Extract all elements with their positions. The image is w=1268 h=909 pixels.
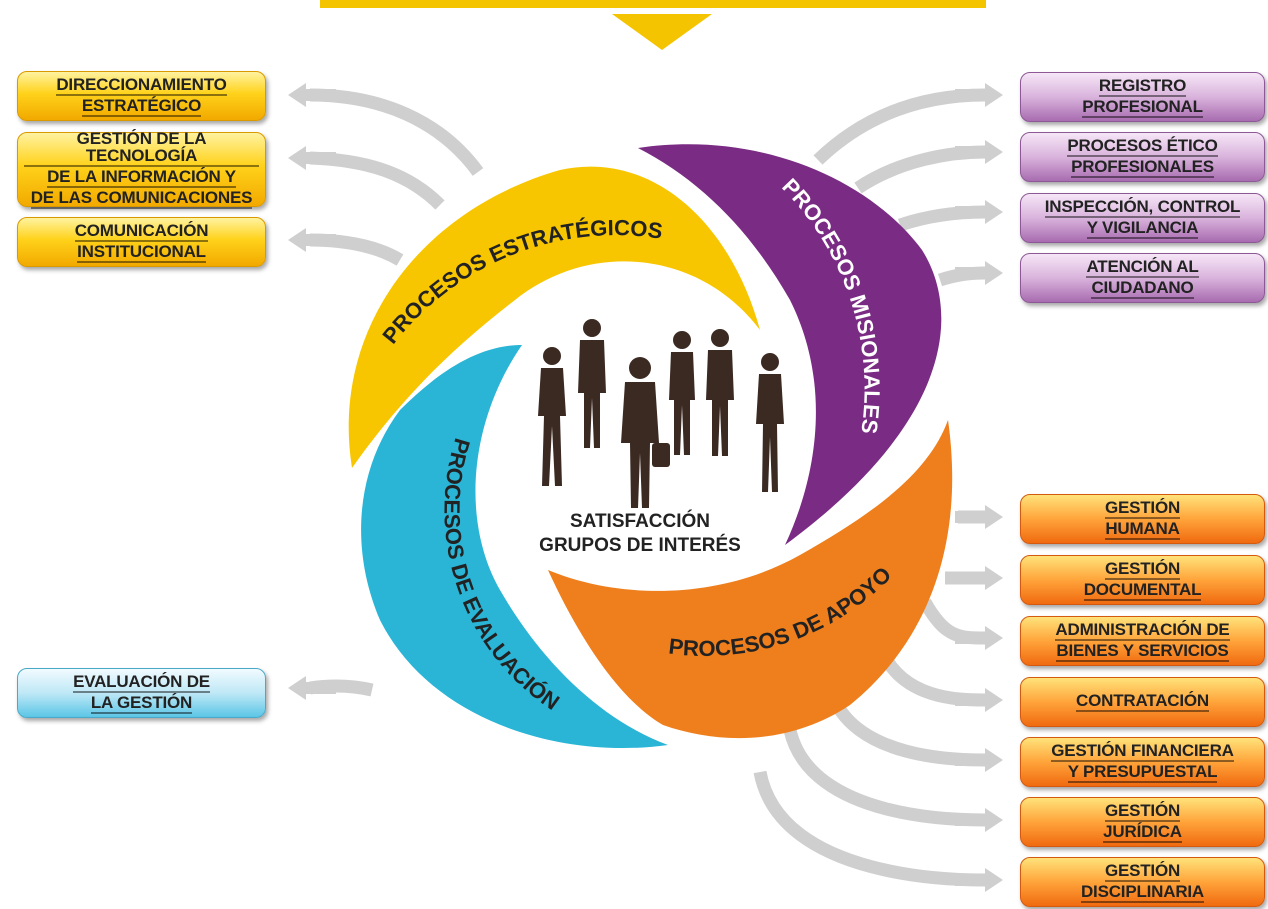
top-banner-bar xyxy=(320,0,986,8)
box-line: CONTRATACIÓN xyxy=(1076,691,1209,712)
box-inspeccion-control: INSPECCIÓN, CONTROL Y VIGILANCIA xyxy=(1020,193,1265,243)
box-line: LA GESTIÓN xyxy=(90,692,193,714)
box-line: DOCUMENTAL xyxy=(1083,579,1202,601)
people-silhouettes-icon xyxy=(538,319,784,508)
arrow-left-icon xyxy=(288,83,336,107)
box-line: ADMINISTRACIÓN DE xyxy=(1055,619,1230,641)
box-atencion-ciudadano: ATENCIÓN AL CIUDADANO xyxy=(1020,253,1265,303)
arrow-right-icon xyxy=(955,140,1003,164)
box-line: INSTITUCIONAL xyxy=(77,241,206,263)
box-line: EVALUACIÓN DE xyxy=(73,671,210,693)
box-line: DISCIPLINARIA xyxy=(1080,881,1205,903)
arrow-left-icon xyxy=(288,676,336,700)
box-line: PROFESIONAL xyxy=(1082,96,1203,118)
box-gestion-humana: GESTIÓN HUMANA xyxy=(1020,494,1265,544)
center-label-line: SATISFACCIÓN xyxy=(569,511,711,532)
box-line: JURÍDICA xyxy=(1103,821,1182,843)
box-line: PROCESOS ÉTICO xyxy=(1067,135,1218,157)
box-line: DIRECCIONAMIENTO xyxy=(56,74,227,96)
box-line: CIUDADANO xyxy=(1091,277,1194,299)
arrow-right-icon xyxy=(955,808,1003,832)
arrow-right-icon xyxy=(955,748,1003,772)
arrow-right-icon xyxy=(955,566,1003,590)
box-line: COMUNICACIÓN xyxy=(74,220,209,242)
box-gestion-tecnologia: GESTIÓN DE LA TECNOLOGÍA DE LA INFORMACI… xyxy=(17,130,266,209)
box-line: HUMANA xyxy=(1105,518,1180,540)
arrow-right-icon xyxy=(955,200,1003,224)
down-arrow-icon xyxy=(612,14,712,50)
box-line: BIENES Y SERVICIOS xyxy=(1056,640,1229,662)
arrow-right-icon xyxy=(955,688,1003,712)
box-administracion-bienes: ADMINISTRACIÓN DE BIENES Y SERVICIOS xyxy=(1020,616,1265,666)
segment-procesos-de-apoyo xyxy=(548,420,953,739)
box-registro-profesional: REGISTRO PROFESIONAL xyxy=(1020,72,1265,122)
arrow-right-icon xyxy=(955,626,1003,650)
box-direccionamiento-estrategico: DIRECCIONAMIENTO ESTRATÉGICO xyxy=(17,71,266,121)
box-line: Y PRESUPUESTAL xyxy=(1067,761,1218,783)
box-line: Y VIGILANCIA xyxy=(1086,217,1199,239)
box-evaluacion-gestion: EVALUACIÓN DE LA GESTIÓN xyxy=(17,668,266,718)
box-contratacion: CONTRATACIÓN xyxy=(1020,677,1265,727)
box-gestion-financiera: GESTIÓN FINANCIERA Y PRESUPUESTAL xyxy=(1020,737,1265,787)
box-line: GESTIÓN xyxy=(1104,558,1181,580)
box-line: DE LAS COMUNICACIONES xyxy=(30,188,253,209)
box-line: PROFESIONALES xyxy=(1071,156,1214,178)
arrow-right-icon xyxy=(955,868,1003,892)
arrow-left-icon xyxy=(288,146,336,170)
box-line: GESTIÓN xyxy=(1104,860,1181,882)
connector-arrows xyxy=(288,83,1003,892)
connector-curve xyxy=(309,151,445,210)
center-label: SATISFACCIÓN GRUPOS DE INTERÉS xyxy=(520,510,760,558)
box-line: INSPECCIÓN, CONTROL xyxy=(1044,196,1241,218)
box-line: GESTIÓN DE LA TECNOLOGÍA xyxy=(24,130,259,167)
box-line: GESTIÓN xyxy=(1104,800,1181,822)
arrow-right-icon xyxy=(955,261,1003,285)
connector-curve xyxy=(753,770,986,887)
box-procesos-etico: PROCESOS ÉTICO PROFESIONALES xyxy=(1020,132,1265,182)
box-line: GESTIÓN FINANCIERA xyxy=(1051,740,1234,762)
box-line: ESTRATÉGICO xyxy=(81,95,202,117)
box-gestion-disciplinaria: GESTIÓN DISCIPLINARIA xyxy=(1020,857,1265,907)
segment-procesos-de-evaluacion xyxy=(361,345,668,749)
arrow-right-icon xyxy=(955,83,1003,107)
arrow-right-icon xyxy=(955,505,1003,529)
box-line: GESTIÓN xyxy=(1104,497,1181,519)
box-line: REGISTRO xyxy=(1098,75,1187,97)
center-label-line: GRUPOS DE INTERÉS xyxy=(539,535,741,556)
box-comunicacion-institucional: COMUNICACIÓN INSTITUCIONAL xyxy=(17,217,266,267)
box-gestion-documental: GESTIÓN DOCUMENTAL xyxy=(1020,555,1265,605)
box-line: ATENCIÓN AL xyxy=(1086,256,1199,278)
arrow-left-icon xyxy=(288,228,336,252)
segment-procesos-estrategicos xyxy=(348,166,760,468)
box-gestion-juridica: GESTIÓN JURÍDICA xyxy=(1020,797,1265,847)
segment-procesos-misionales xyxy=(638,144,942,545)
box-line: DE LA INFORMACIÓN Y xyxy=(47,167,236,188)
